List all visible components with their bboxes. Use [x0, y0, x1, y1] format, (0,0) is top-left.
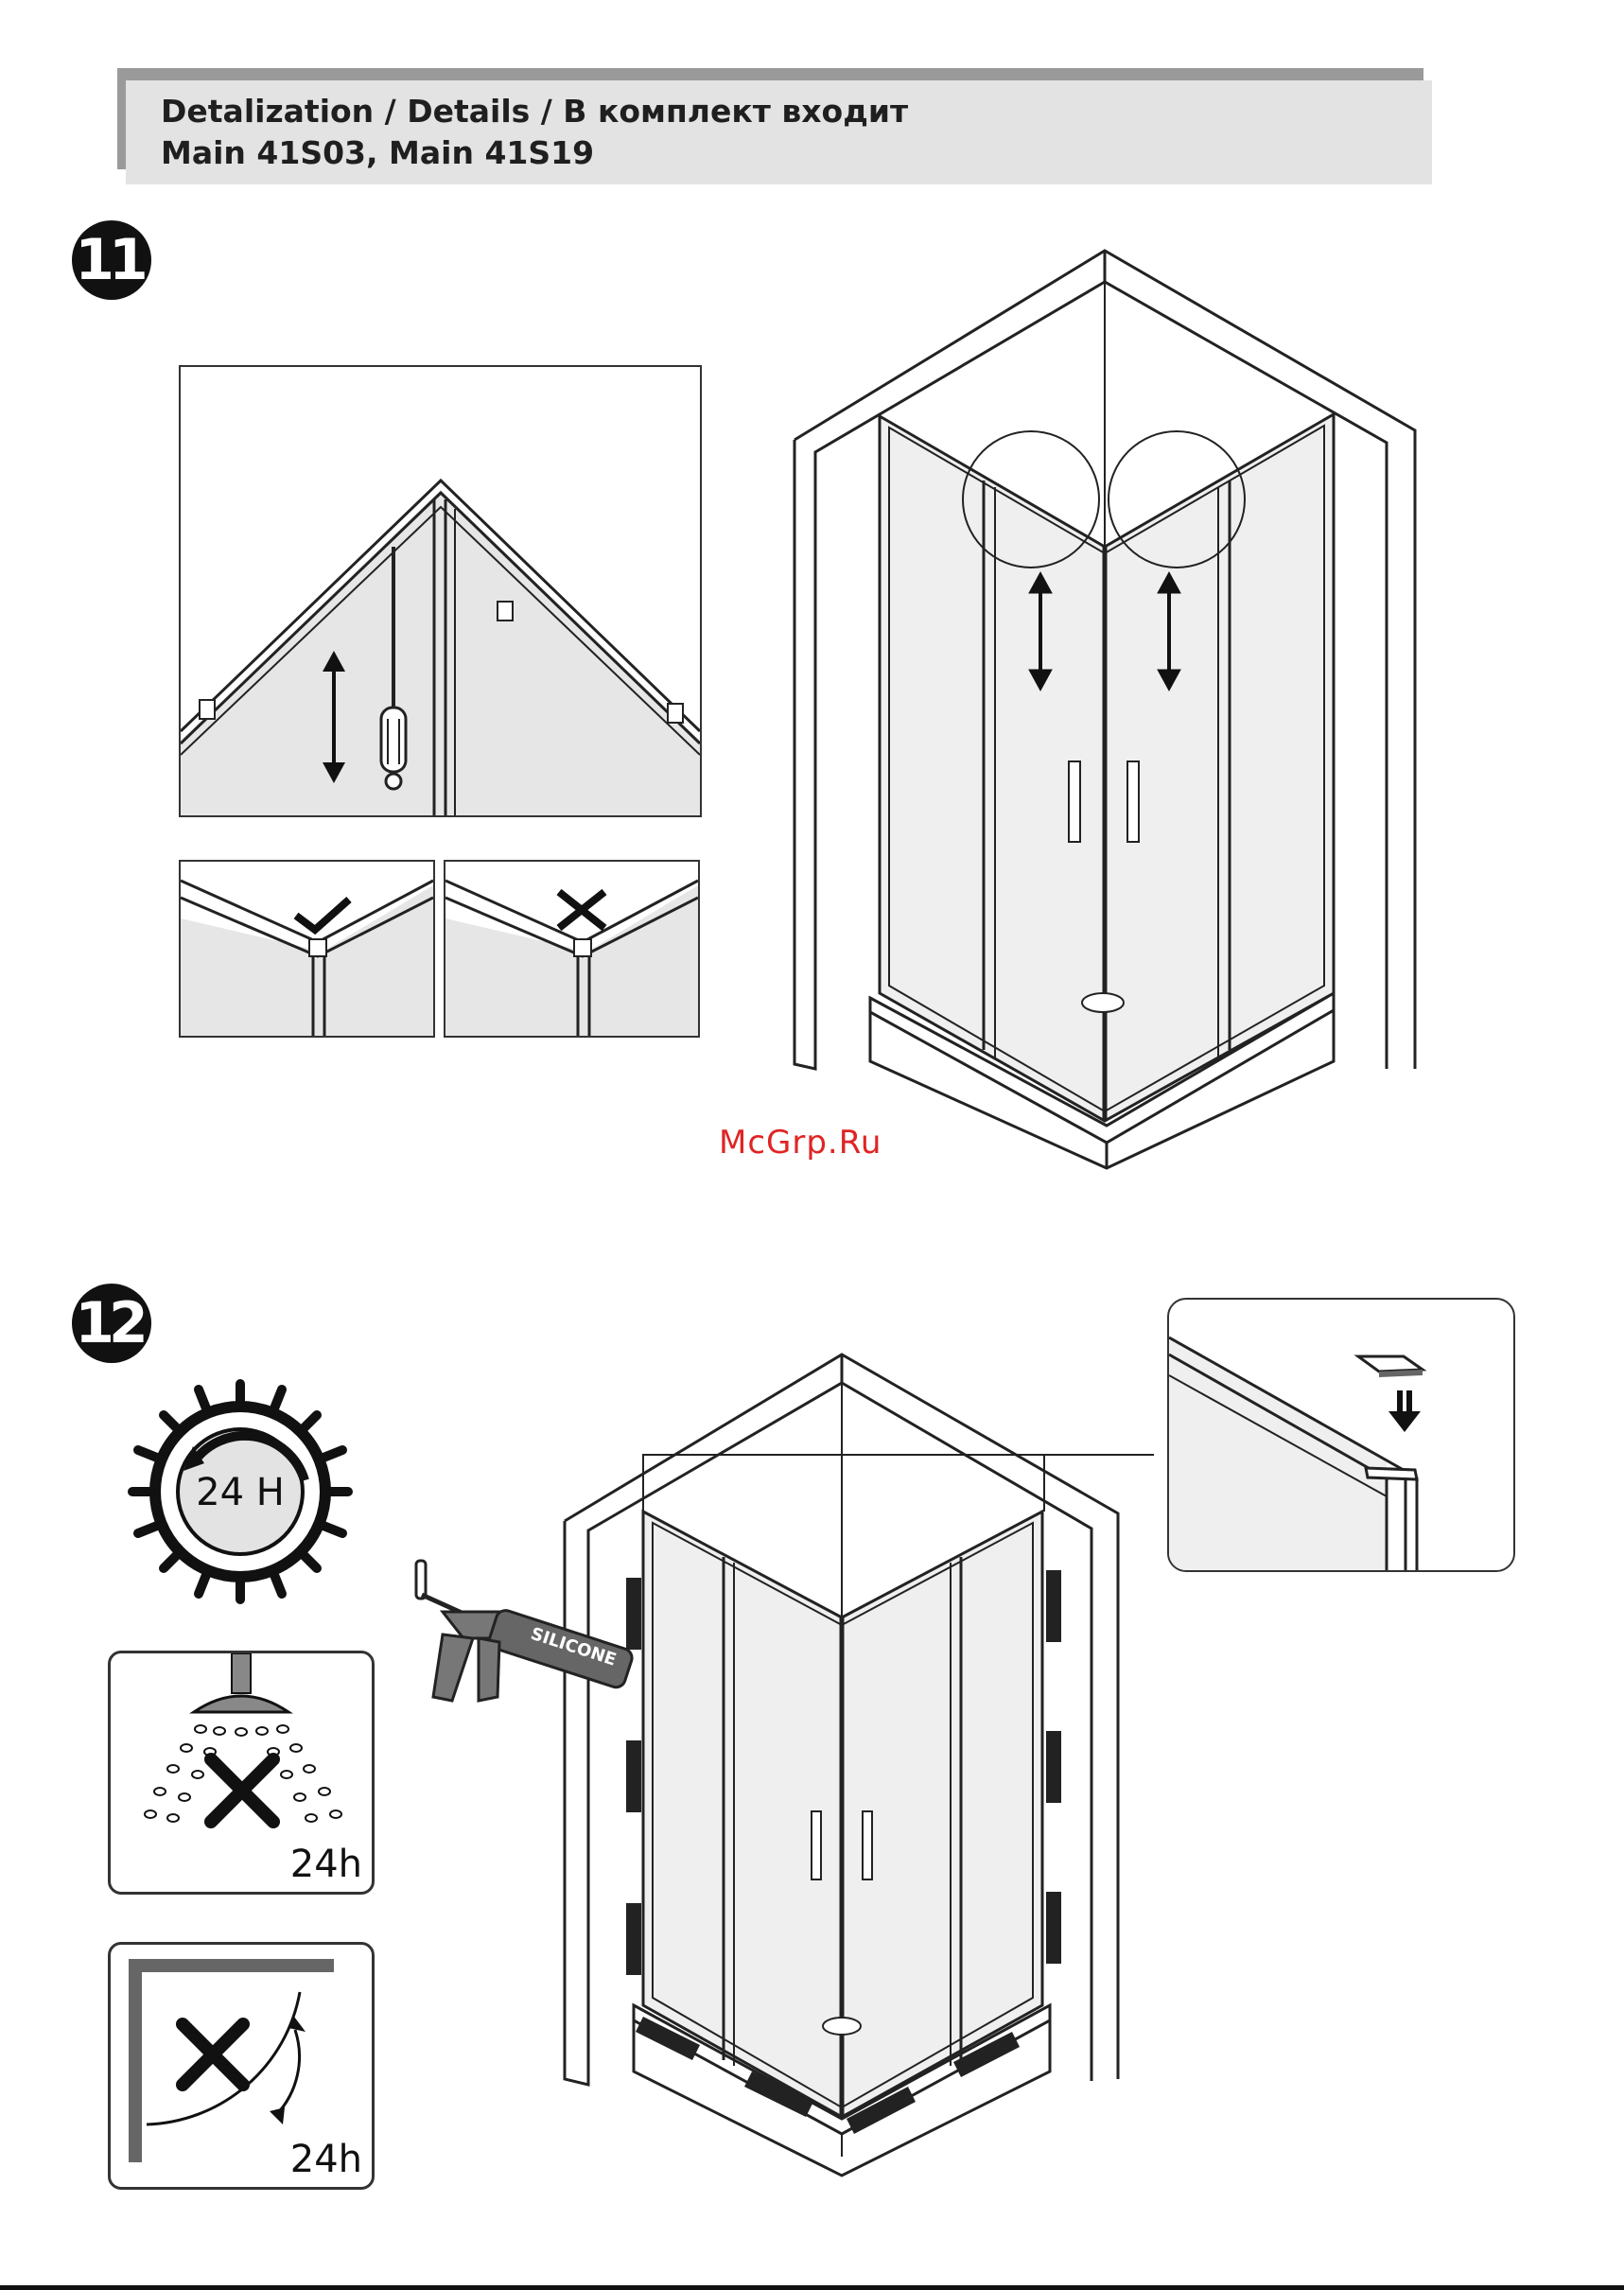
incorrect-fit-panel: [444, 860, 700, 1038]
top-cap-detail-panel: [1167, 1298, 1515, 1572]
header-models: Main 41S03, Main 41S19: [161, 134, 594, 171]
cross-icon: [183, 2024, 243, 2085]
drain-icon: [1082, 993, 1124, 1012]
cross-icon: [559, 892, 604, 928]
door-handle-left: [1069, 761, 1080, 842]
detail-adjustment-panel: [179, 365, 702, 817]
header-banner: Detalization / Details / В комплект вход…: [126, 80, 1432, 184]
svg-text:24 H: 24 H: [196, 1471, 285, 1514]
watermark: McGrp.Ru: [719, 1124, 882, 1162]
adjustment-illustration: [181, 367, 700, 815]
bottom-rule: [0, 2285, 1624, 2290]
correct-fit-panel: [179, 860, 435, 1038]
step-12-badge: 12: [72, 1284, 151, 1363]
no-door-move-24h-icon: 24h: [108, 1942, 375, 2190]
svg-text:24h: 24h: [290, 2138, 362, 2181]
down-arrow-icon: [1388, 1390, 1421, 1432]
door-handle-right: [1127, 761, 1139, 842]
step-11-badge: 11: [72, 220, 151, 300]
cross-icon: [211, 1759, 273, 1822]
drain-icon: [823, 2018, 861, 2035]
shower-enclosure-step12: [416, 1343, 1154, 2194]
checkmark-icon: [296, 900, 349, 930]
shower-head-icon: [194, 1696, 288, 1712]
end-cap-icon: [1358, 1356, 1423, 1372]
silicone-gun-icon: SILICONE: [405, 1559, 645, 1710]
shower-enclosure-step11: [785, 246, 1428, 1182]
timer-24h-icon: 24 H: [125, 1376, 356, 1607]
header-title: Detalization / Details / В комплект вход…: [161, 93, 908, 130]
no-shower-24h-icon: 24h: [108, 1651, 375, 1895]
svg-text:24h: 24h: [290, 1843, 362, 1886]
